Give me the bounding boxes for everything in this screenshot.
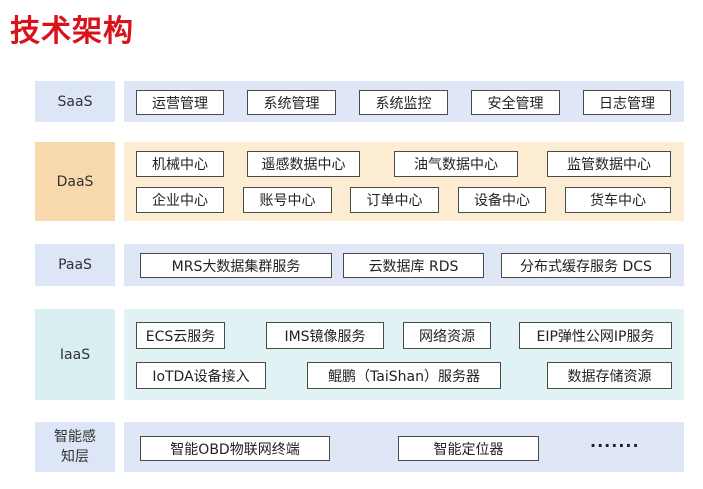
module-box: 智能OBD物联网终端 — [140, 436, 330, 461]
ellipsis-more: ······· — [590, 436, 640, 455]
module-box: IMS镜像服务 — [266, 322, 384, 349]
module-box: EIP弹性公网IP服务 — [519, 322, 672, 349]
module-box: 货车中心 — [565, 187, 671, 213]
layer-panel-saas: 运营管理 系统管理 系统监控 安全管理 日志管理 — [124, 81, 684, 122]
module-box: 网络资源 — [403, 322, 491, 349]
module-box: MRS大数据集群服务 — [140, 253, 332, 278]
layer-panel-sensing: 智能OBD物联网终端 智能定位器 ······· — [124, 422, 684, 472]
page-title: 技术架构 — [10, 14, 134, 49]
layer-label-saas: SaaS — [35, 81, 115, 122]
layer-label-paas: PaaS — [35, 244, 115, 286]
module-box: 遥感数据中心 — [247, 151, 360, 177]
module-box: 智能定位器 — [398, 436, 539, 461]
module-box: 日志管理 — [583, 90, 671, 115]
layer-label-iaas: IaaS — [35, 309, 115, 400]
module-box: 安全管理 — [471, 90, 560, 115]
module-box: 鲲鹏（TaiShan）服务器 — [307, 362, 501, 389]
module-box: 企业中心 — [136, 187, 224, 213]
layer-label-daas: DaaS — [35, 142, 115, 221]
module-box: 数据存储资源 — [547, 362, 672, 389]
module-box: 运营管理 — [136, 90, 224, 115]
layer-panel-daas: 机械中心 遥感数据中心 油气数据中心 监管数据中心 企业中心 账号中心 订单中心… — [124, 142, 684, 221]
module-box: 机械中心 — [136, 151, 224, 177]
module-box: 油气数据中心 — [394, 151, 518, 177]
module-box: 账号中心 — [243, 187, 332, 213]
layer-label-sensing-text: 智能感知层 — [54, 429, 96, 465]
module-box: 系统管理 — [247, 90, 336, 115]
module-box: IoTDA设备接入 — [136, 362, 266, 389]
module-box: 订单中心 — [350, 187, 439, 213]
module-box: 设备中心 — [458, 187, 546, 213]
layer-panel-iaas: ECS云服务 IMS镜像服务 网络资源 EIP弹性公网IP服务 IoTDA设备接… — [124, 309, 684, 400]
layer-label-sensing: 智能感知层 — [35, 422, 115, 472]
module-box: 云数据库 RDS — [343, 253, 484, 278]
module-box: ECS云服务 — [136, 322, 225, 349]
layer-panel-paas: MRS大数据集群服务 云数据库 RDS 分布式缓存服务 DCS — [124, 244, 684, 286]
module-box: 系统监控 — [359, 90, 448, 115]
module-box: 分布式缓存服务 DCS — [501, 253, 671, 278]
module-box: 监管数据中心 — [547, 151, 671, 177]
